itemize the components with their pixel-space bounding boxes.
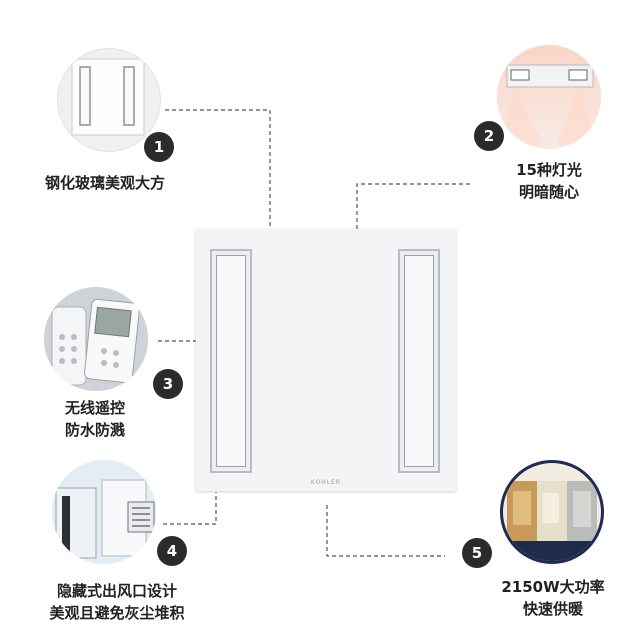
feature-4-line-1: 隐藏式出风口设计 xyxy=(56,582,177,600)
feature-2-image xyxy=(497,45,601,149)
feature-3-line-2: 防水防溅 xyxy=(64,421,125,439)
feature-3-image xyxy=(44,287,148,391)
feature-5-image xyxy=(500,460,604,564)
connector-2 xyxy=(356,183,470,232)
light-icon xyxy=(497,45,601,149)
connector-4 xyxy=(163,492,217,525)
feature-5-line-2: 快速供暖 xyxy=(522,600,583,618)
feature-1-image xyxy=(57,48,161,152)
feature-4-badge: 4 xyxy=(157,536,187,566)
heater-icon xyxy=(503,463,601,561)
feature-2-line-2: 明暗随心 xyxy=(518,183,579,201)
feature-3-label: 无线遥控 防水防溅 xyxy=(30,397,160,441)
bath-heater-panel: KOHLER xyxy=(196,229,456,491)
feature-2-badge: 2 xyxy=(474,121,504,151)
feature-1-label: 钢化玻璃美观大方 xyxy=(20,172,190,194)
feature-2-line-1: 15种灯光 xyxy=(516,161,582,179)
right-light-strip xyxy=(398,249,440,473)
feature-4-label: 隐藏式出风口设计 美观且避免灰尘堆积 xyxy=(22,580,212,624)
remote-icon xyxy=(44,287,148,391)
feature-3-line-1: 无线遥控 xyxy=(64,399,125,417)
feature-4-image xyxy=(52,460,156,564)
feature-5-label: 2150W大功率 快速供暖 xyxy=(488,576,618,620)
vent-icon xyxy=(52,460,156,564)
connector-5 xyxy=(326,505,445,557)
glass-panel-icon xyxy=(71,58,145,136)
feature-5-line-1: 2150W大功率 xyxy=(501,578,605,596)
feature-2-label: 15种灯光 明暗随心 xyxy=(497,159,601,203)
feature-5-badge: 5 xyxy=(462,538,492,568)
feature-1-badge: 1 xyxy=(144,132,174,162)
brand-logo: KOHLER xyxy=(310,479,342,486)
feature-4-line-2: 美观且避免灰尘堆积 xyxy=(49,604,185,622)
left-light-strip xyxy=(210,249,252,473)
feature-1-line-1: 钢化玻璃美观大方 xyxy=(44,174,165,192)
feature-3-badge: 3 xyxy=(153,369,183,399)
connector-1 xyxy=(165,109,271,232)
